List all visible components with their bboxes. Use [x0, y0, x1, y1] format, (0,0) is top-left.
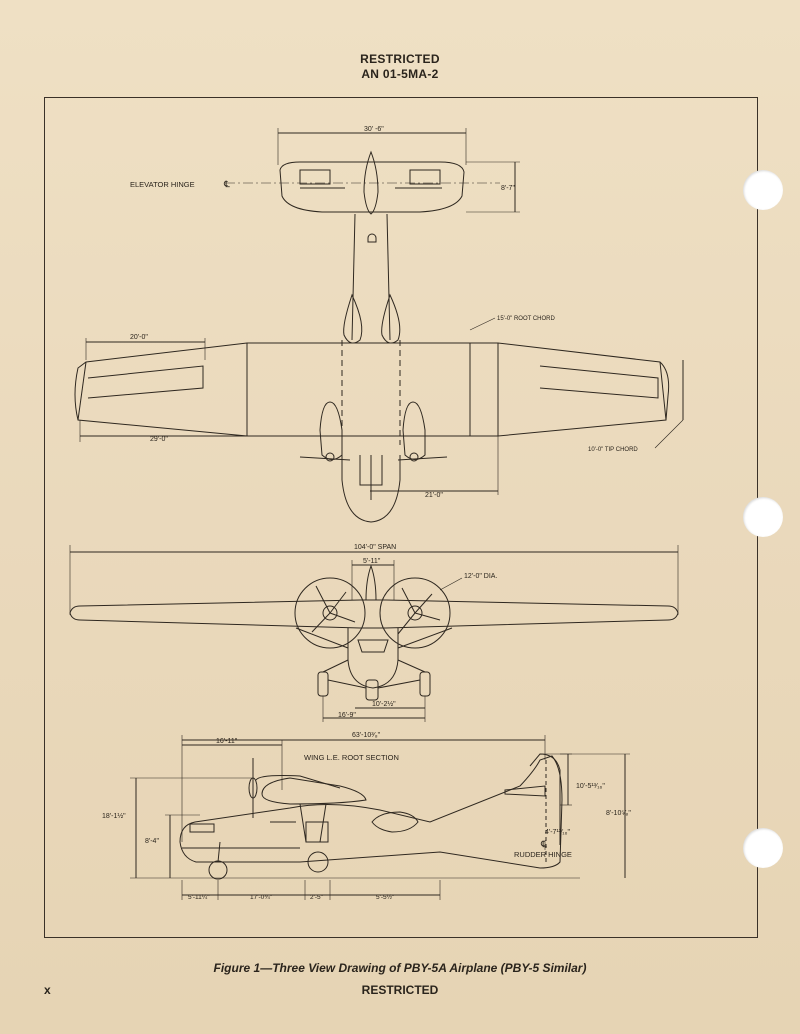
panel-span-dim: 29'-0"	[150, 436, 168, 443]
side-view	[130, 735, 630, 900]
tip-chord-dim: 10'-0" TIP CHORD	[588, 447, 638, 453]
rudder-offset-dim: 4'-7¹³⁄₁₆"	[545, 829, 570, 836]
length-dim: 63'-10³⁄₈"	[352, 732, 381, 739]
top-view	[74, 128, 684, 523]
page-number: x	[44, 983, 51, 997]
wing-le-root-label: WING L.E. ROOT SECTION	[304, 753, 399, 762]
elevator-centerline-mark: ℄	[223, 179, 230, 189]
tread-dim: 16'-9"	[338, 712, 356, 719]
dim-a: 5'-11¼"	[188, 894, 210, 901]
front-view	[69, 545, 679, 722]
header-classification: RESTRICTED	[360, 52, 440, 66]
punch-hole-middle	[743, 497, 783, 537]
rudder-centerline-mark: ℄	[540, 839, 547, 849]
span-dim: 104'-0" SPAN	[354, 544, 396, 551]
nacelle-spacing-dim: 5'-11"	[363, 558, 381, 565]
figure-caption: Figure 1—Three View Drawing of PBY-5A Ai…	[213, 961, 587, 975]
prop-diameter-dim: 12'-0" DIA.	[464, 573, 497, 580]
dim-c: 2'-5"	[310, 894, 324, 901]
header-document-number: AN 01-5MA-2	[361, 67, 439, 81]
tail-span-dim: 30' -6"	[364, 126, 384, 133]
engine-spacing-dim: 21'-0"	[425, 492, 443, 499]
gear-width-dim: 10'-2½"	[372, 700, 396, 708]
dim-b: 17'-0¾"	[250, 894, 273, 901]
punch-hole-bottom	[743, 828, 783, 868]
hull-height-dim: 8'-4"	[145, 838, 159, 845]
root-chord-dim: 15'-0" ROOT CHORD	[497, 316, 556, 322]
elevator-hinge-label: ELEVATOR HINGE	[130, 180, 195, 189]
outer-panel-dim: 20'-0"	[130, 334, 148, 341]
nose-to-wing-dim: 16'-11"	[216, 738, 238, 745]
tail-chord-dim: 8'-7"	[501, 185, 515, 192]
page-header: RESTRICTED AN 01-5MA-2	[0, 52, 800, 82]
footer-classification: RESTRICTED	[361, 983, 439, 997]
punch-hole-top	[743, 170, 783, 210]
rudder-hinge-label: RUDDER HINGE	[514, 850, 572, 859]
dim-d: 5'-5½"	[376, 893, 395, 901]
fin-height-dim: 10'-5¹³⁄₁₆"	[576, 783, 605, 790]
overall-height-dim: 18'-1½"	[102, 812, 126, 820]
tail-height-dim: 8'-10⁵⁄₈"	[606, 810, 631, 817]
